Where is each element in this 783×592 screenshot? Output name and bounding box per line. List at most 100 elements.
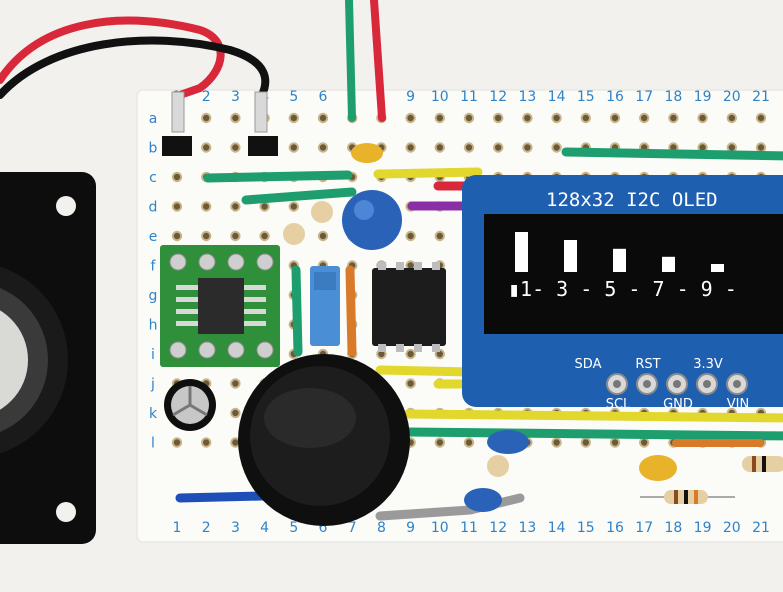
solder-hole bbox=[755, 112, 767, 124]
column-number: 1 bbox=[173, 520, 182, 536]
breakout-pad bbox=[256, 253, 274, 271]
top-wires bbox=[345, 0, 386, 122]
solder-hole bbox=[288, 112, 299, 124]
oled-pin-center bbox=[703, 380, 711, 388]
row-letter: l bbox=[151, 436, 155, 452]
oled-module: 128x32 I2C OLED ▮1- 3 - 5 - 7 - 9 - SDA R… bbox=[462, 175, 783, 412]
column-number: 5 bbox=[289, 89, 298, 105]
solder-hole bbox=[697, 112, 708, 124]
row-letter: k bbox=[149, 406, 158, 422]
row-letter: i bbox=[151, 347, 155, 363]
amplifier-breakout bbox=[160, 245, 280, 367]
solder-hole bbox=[201, 112, 212, 124]
column-number: 3 bbox=[231, 520, 240, 536]
solder-hole bbox=[405, 378, 416, 389]
column-number: 20 bbox=[723, 89, 741, 105]
oled-pin-center bbox=[733, 380, 741, 388]
solder-hole bbox=[434, 142, 445, 153]
row-letter: a bbox=[149, 111, 158, 127]
trimmer-potentiometer bbox=[310, 266, 340, 346]
oled-pin-label: SDA bbox=[575, 357, 602, 372]
column-number: 11 bbox=[460, 89, 478, 105]
solder-hole bbox=[434, 230, 445, 242]
solder-hole bbox=[317, 142, 329, 153]
solder-hole bbox=[201, 142, 212, 153]
solder-hole bbox=[463, 437, 475, 448]
solder-hole bbox=[230, 230, 241, 242]
column-number: 15 bbox=[577, 89, 595, 105]
oled-level-bar bbox=[662, 256, 675, 272]
solder-hole bbox=[317, 112, 329, 124]
column-number: 10 bbox=[431, 89, 449, 105]
column-number: 14 bbox=[548, 520, 566, 536]
column-number: 2 bbox=[202, 520, 211, 536]
oled-pin-label: GND bbox=[663, 397, 693, 412]
solder-hole bbox=[434, 437, 445, 448]
breakout-pad bbox=[198, 341, 216, 359]
row-letter: j bbox=[150, 377, 155, 393]
oled-level-bar bbox=[613, 248, 626, 272]
solder-hole bbox=[551, 112, 562, 124]
solder-hole bbox=[201, 201, 212, 212]
capacitors bbox=[164, 143, 677, 512]
column-number: 12 bbox=[489, 520, 507, 536]
oled-pin-label: VIN bbox=[727, 397, 749, 412]
column-number: 9 bbox=[406, 520, 415, 536]
solder-hole bbox=[551, 437, 562, 448]
solder-hole bbox=[230, 201, 241, 212]
solder-hole bbox=[171, 201, 183, 212]
solder-hole bbox=[259, 201, 270, 212]
oled-title: 128x32 I2C OLED bbox=[546, 189, 718, 211]
solder-hole bbox=[522, 112, 533, 124]
row-letter: c bbox=[149, 170, 157, 186]
solder-hole bbox=[522, 142, 533, 153]
oled-pin-label: SCL bbox=[606, 397, 631, 412]
header-pin-left bbox=[162, 136, 192, 156]
oled-pin-label: RST bbox=[635, 357, 660, 372]
column-number: 18 bbox=[664, 89, 682, 105]
solder-hole bbox=[668, 112, 679, 124]
solder-hole bbox=[405, 230, 416, 242]
column-number: 6 bbox=[319, 520, 328, 536]
breakout-pad bbox=[256, 341, 274, 359]
column-number: 7 bbox=[348, 520, 357, 536]
column-number: 18 bbox=[664, 520, 682, 536]
row-letter: f bbox=[151, 259, 157, 275]
oled-pin-center bbox=[673, 380, 681, 388]
oled-pin-center bbox=[643, 380, 651, 388]
solder-hole bbox=[434, 112, 445, 124]
solder-hole bbox=[609, 112, 621, 124]
solder-hole bbox=[755, 142, 767, 153]
solder-hole bbox=[580, 437, 591, 448]
dip-chip bbox=[372, 262, 446, 352]
oled-level-bar bbox=[564, 240, 577, 272]
column-number: 13 bbox=[518, 89, 536, 105]
column-number: 19 bbox=[694, 520, 712, 536]
solder-hole bbox=[551, 142, 562, 153]
breakout-pad bbox=[169, 253, 187, 271]
solder-hole bbox=[405, 142, 416, 153]
column-number: 21 bbox=[752, 89, 770, 105]
column-number: 11 bbox=[460, 520, 478, 536]
column-number: 16 bbox=[606, 89, 624, 105]
oled-level-bars bbox=[515, 232, 724, 272]
column-number: 16 bbox=[606, 520, 624, 536]
column-number: 5 bbox=[289, 520, 298, 536]
breakout-pad bbox=[227, 253, 245, 271]
column-number: 9 bbox=[406, 89, 415, 105]
oled-level-bar bbox=[711, 264, 724, 272]
solder-hole bbox=[463, 112, 475, 124]
speaker-wires bbox=[0, 16, 278, 156]
row-letter: e bbox=[149, 229, 158, 245]
solder-hole bbox=[201, 437, 212, 448]
solder-hole bbox=[288, 142, 299, 153]
column-number: 20 bbox=[723, 520, 741, 536]
oled-pin-center bbox=[613, 380, 621, 388]
solder-hole bbox=[230, 112, 241, 124]
oled-screen-text: ▮1- 3 - 5 - 7 - 9 - bbox=[508, 277, 737, 301]
solder-hole bbox=[609, 437, 621, 448]
